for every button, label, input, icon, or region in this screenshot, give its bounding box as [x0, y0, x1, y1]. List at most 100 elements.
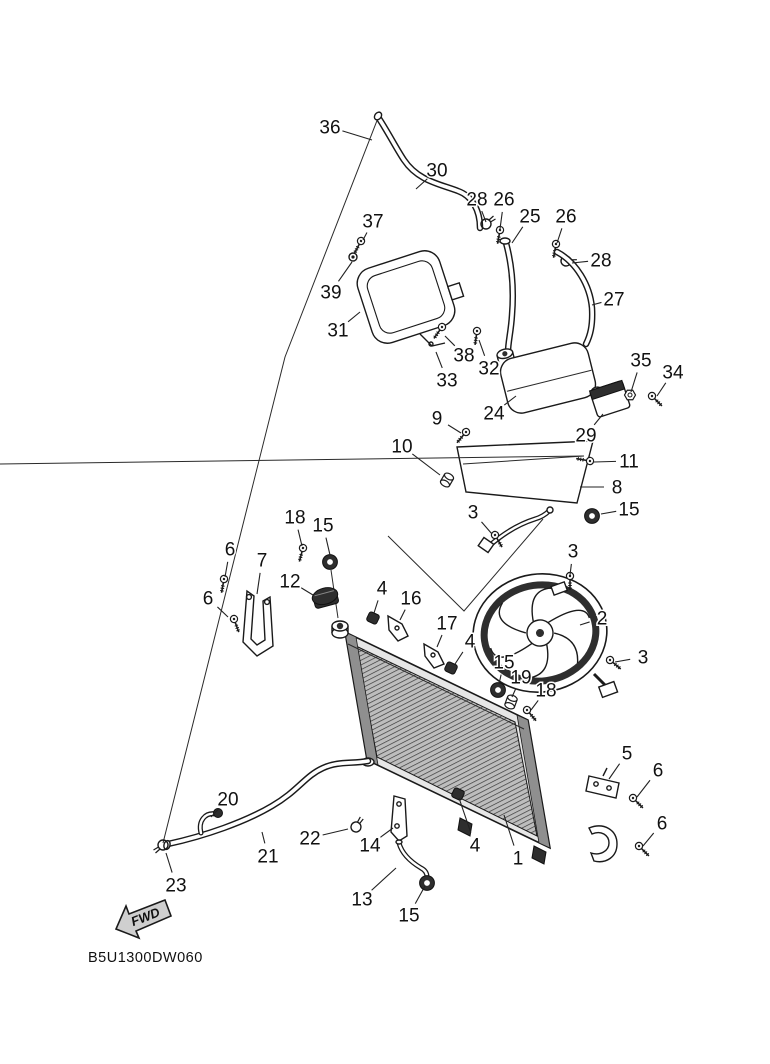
callout-6: 6 — [653, 761, 664, 782]
leader-line-15 — [600, 510, 617, 515]
leader-line-28 — [481, 210, 487, 223]
callout-27: 27 — [603, 290, 624, 311]
callout-20: 20 — [217, 790, 238, 811]
bolt-6 — [228, 613, 243, 635]
fan-shroud-ring — [480, 581, 600, 685]
leader-line-15 — [325, 537, 331, 556]
collar-10 — [438, 471, 456, 489]
leader-line-25 — [511, 226, 524, 244]
radiator-1 — [331, 620, 552, 865]
lower-hose-21 — [163, 757, 372, 851]
radiator-right-tank — [516, 714, 551, 849]
leader-line-7 — [256, 572, 261, 595]
fwd-arrow: FWD — [114, 898, 173, 940]
bolt-34 — [646, 390, 666, 410]
radiator-foot — [457, 817, 473, 837]
leader-line-3 — [614, 658, 631, 663]
bolt-3 — [604, 654, 624, 673]
fan-2 — [472, 573, 608, 693]
callout-17: 17 — [436, 614, 457, 635]
callout-28: 28 — [590, 251, 611, 272]
callout-4: 4 — [470, 836, 481, 857]
leader-line-29 — [593, 413, 604, 426]
callout-21: 21 — [257, 847, 278, 868]
stay-bracket-16 — [387, 614, 409, 642]
leader-line-9 — [447, 424, 462, 434]
routing-line — [162, 117, 379, 844]
callout-26: 26 — [493, 190, 514, 211]
leader-line-20 — [210, 808, 220, 818]
grommet-15 — [322, 554, 338, 570]
callout-6: 6 — [657, 814, 668, 835]
nut-35 — [623, 389, 637, 401]
radiator-cap-12 — [311, 587, 339, 609]
fan-mount-arm — [592, 672, 619, 699]
bracket-14 — [390, 795, 408, 842]
leader-line-17 — [436, 634, 443, 648]
leader-line-15 — [498, 674, 502, 685]
leader-line-21 — [261, 831, 266, 844]
leader-line-37 — [362, 232, 368, 241]
callout-31: 31 — [327, 321, 348, 342]
callout-8: 8 — [612, 478, 623, 499]
radiator-left-tank — [344, 631, 379, 766]
heat-panel-8 — [0, 440, 594, 504]
callout-16: 16 — [400, 589, 421, 610]
leader-line-6 — [636, 779, 651, 798]
filler-neck — [331, 620, 349, 639]
bracket-29 — [588, 379, 631, 418]
callout-25: 25 — [519, 207, 540, 228]
callout-38: 38 — [453, 346, 474, 367]
callout-15: 15 — [493, 653, 514, 674]
stay-bracket-17 — [423, 642, 445, 669]
leader-line-23 — [165, 852, 173, 873]
callout-2: 2 — [597, 609, 608, 630]
callout-33: 33 — [436, 371, 457, 392]
callout-23: 23 — [165, 876, 186, 897]
leader-line-6 — [642, 832, 655, 847]
leader-line-39 — [338, 261, 353, 282]
leader-line-19 — [511, 688, 517, 698]
breather-hose-30 — [373, 111, 484, 232]
callout-1: 1 — [513, 849, 524, 870]
screw-18 — [295, 542, 309, 564]
callout-9: 9 — [432, 409, 443, 430]
callout-37: 37 — [362, 212, 383, 233]
callout-30: 30 — [426, 161, 447, 182]
leader-line-38 — [444, 335, 456, 347]
callout-11: 11 — [619, 452, 639, 473]
callout-7: 7 — [257, 551, 268, 572]
bracket-33 — [419, 333, 446, 347]
callout-4: 4 — [377, 579, 388, 600]
leader-line-13 — [371, 867, 397, 891]
tank-cap — [502, 351, 508, 357]
leader-line-36 — [342, 130, 373, 141]
leader-line-26 — [556, 228, 563, 244]
callout-12: 12 — [279, 572, 300, 593]
callout-15: 15 — [618, 500, 639, 521]
callout-18: 18 — [535, 681, 556, 702]
leader-line-1 — [503, 814, 515, 846]
callout-29: 29 — [575, 426, 596, 447]
callout-34: 34 — [662, 363, 684, 384]
leader-line-24 — [503, 395, 517, 406]
callout-36: 36 — [319, 118, 340, 139]
leader-line-28 — [571, 260, 589, 264]
leader-line-12 — [300, 587, 314, 596]
leader-line-26 — [499, 211, 503, 230]
leader-line-15 — [414, 885, 426, 904]
diagram-code: B5U1300DW060 — [88, 950, 203, 966]
canister-31 — [356, 250, 465, 344]
leader-line-4 — [454, 651, 464, 665]
leader-line-11 — [593, 460, 617, 463]
leader-line-3 — [569, 563, 572, 576]
radiator-foot — [531, 845, 547, 865]
callout-28: 28 — [466, 190, 487, 211]
leader-line-32 — [478, 339, 486, 356]
fan-mount-tab — [550, 580, 569, 596]
pipe-13 — [395, 839, 430, 880]
callout-32: 32 — [478, 359, 499, 380]
callout-14: 14 — [359, 836, 381, 857]
